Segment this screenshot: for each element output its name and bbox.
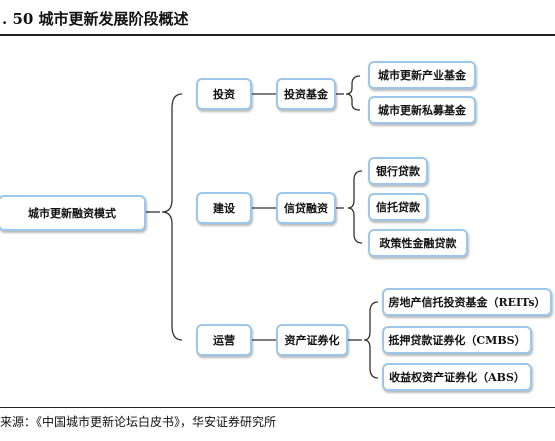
mode-node-credit-financing: 信贷融资	[276, 192, 336, 224]
brace-2	[347, 170, 363, 244]
stage-node-build: 建设	[196, 192, 252, 224]
figure-title: . 50 城市更新发展阶段概述	[2, 10, 189, 28]
source-note: 来源：《中国城市更新论坛白皮书》，华安证券研究所	[0, 415, 277, 429]
leaf-node-private-fund: 城市更新私募基金	[368, 96, 476, 124]
stage-node-invest: 投资	[196, 78, 252, 110]
root-node: 城市更新融资模式	[0, 195, 146, 231]
top-rule	[0, 34, 555, 36]
stage-node-operate: 运营	[196, 324, 252, 356]
bottom-rule	[0, 407, 555, 408]
root-brace	[161, 93, 183, 341]
mode-node-investment-fund: 投资基金	[276, 78, 336, 110]
brace-1	[345, 75, 361, 111]
brace-3	[363, 301, 379, 379]
leaf-node-abs: 收益权资产证券化（ABS）	[382, 363, 532, 391]
mode-node-securitization: 资产证券化	[276, 324, 348, 356]
leaf-node-policy-loan: 政策性金融贷款	[368, 229, 468, 257]
leaf-node-reits: 房地产信托投资基金（REITs）	[382, 288, 552, 316]
leaf-node-trust-loan: 信托贷款	[368, 193, 428, 221]
leaf-node-bank-loan: 银行贷款	[368, 157, 428, 185]
leaf-node-industry-fund: 城市更新产业基金	[368, 61, 476, 89]
leaf-node-cmbs: 抵押贷款证券化（CMBS）	[382, 326, 532, 354]
